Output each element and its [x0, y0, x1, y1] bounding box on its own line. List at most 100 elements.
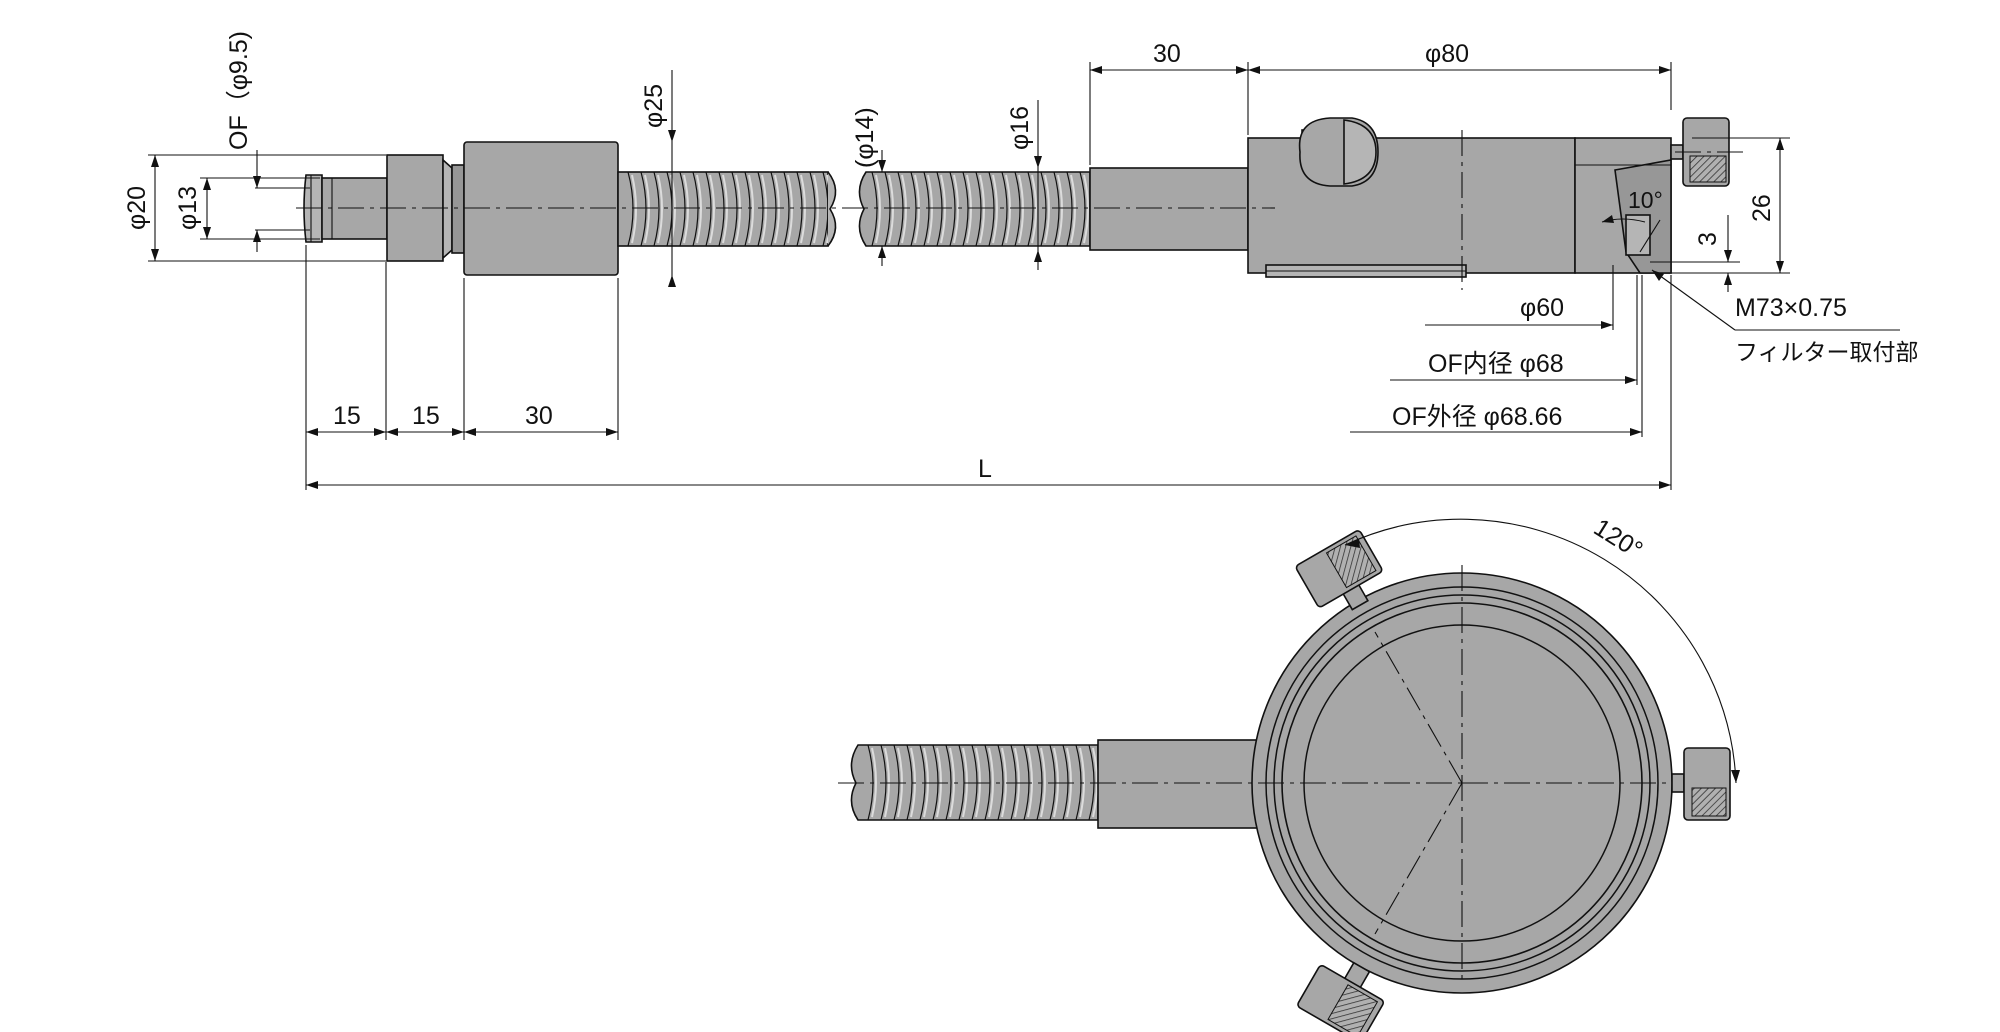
tube-rib — [627, 171, 634, 247]
knurled-screw-side — [1670, 117, 1730, 187]
tube-rib-highlight — [709, 174, 715, 244]
tube-rib — [679, 171, 686, 247]
tube-rib-highlight — [1044, 174, 1050, 244]
tube-rib-highlight — [1001, 747, 1007, 818]
tube-rib — [871, 171, 878, 247]
tube-rib-highlight — [748, 174, 754, 244]
dimension-labels: OF（φ9.5) φ20 φ13 φ25 (φ14) φ16 30 φ80 10… — [123, 31, 1919, 565]
tube-rib-highlight — [683, 174, 689, 244]
tube-rib-highlight — [979, 174, 985, 244]
tube-rib-highlight — [761, 174, 767, 244]
tube-rib-highlight — [914, 174, 920, 244]
tube-rib — [945, 744, 952, 821]
tube-rib — [936, 171, 943, 247]
side-view-dimensions — [148, 62, 1900, 490]
rigid-tube — [1089, 167, 1249, 251]
tube-rib-highlight — [949, 747, 955, 818]
tube-rib-highlight — [1083, 174, 1089, 244]
label-d20: φ20 — [123, 186, 151, 230]
front-view — [838, 518, 1740, 1032]
tube-rib — [1053, 171, 1060, 247]
label-d25: φ25 — [640, 84, 668, 128]
tube-rib — [1001, 171, 1008, 247]
tube-rib-highlight — [953, 174, 959, 244]
tube-rib-highlight — [992, 174, 998, 244]
tube-rib — [705, 171, 712, 247]
label-d16: φ16 — [1006, 106, 1034, 150]
label-total-l: L — [978, 455, 992, 483]
tube-rib — [997, 744, 1004, 821]
tube-rib-highlight — [988, 747, 994, 818]
knurled-screw-right — [1671, 747, 1731, 821]
tube-rib-highlight — [888, 174, 894, 244]
side-view — [296, 117, 1745, 290]
tube-rib — [653, 171, 660, 247]
tube-rib — [1014, 171, 1021, 247]
tube-rib — [949, 171, 956, 247]
tube-rib-highlight — [875, 174, 881, 244]
tube-rib-highlight — [644, 174, 650, 244]
tube-rib-highlight — [1070, 174, 1076, 244]
label-angle120: 120° — [1589, 513, 1648, 564]
tube-rib — [783, 171, 790, 247]
label-len30: 30 — [525, 402, 553, 430]
label-d13: φ13 — [174, 186, 202, 230]
tube-rib-highlight — [940, 174, 946, 244]
flexible-tube-left — [617, 171, 837, 247]
tube-rib-highlight — [1018, 174, 1024, 244]
knurled-screw-upper — [1295, 530, 1383, 611]
tube-rib-highlight — [927, 174, 933, 244]
tube-rib — [744, 171, 751, 247]
label-of-outer: OF外径 φ68.66 — [1392, 403, 1562, 431]
tube-rib-highlight — [657, 174, 663, 244]
label-h26: 26 — [1748, 194, 1776, 222]
label-len15a: 15 — [333, 402, 361, 430]
tube-rib — [692, 171, 699, 247]
tube-rib — [1066, 171, 1073, 247]
tube-rib — [910, 171, 917, 247]
label-filter-mount: フィルター取付部 — [1735, 339, 1919, 365]
housing-body — [1247, 137, 1672, 278]
label-h3: 3 — [1694, 232, 1722, 246]
tube-rib-highlight — [800, 174, 806, 244]
tube-rib — [757, 171, 764, 247]
flexible-tube-right — [858, 171, 1091, 247]
tube-rib — [906, 744, 913, 821]
tube-rib — [822, 171, 829, 247]
tube-rib — [923, 171, 930, 247]
label-d80: φ80 — [1425, 40, 1469, 68]
tube-rib-highlight — [696, 174, 702, 244]
tube-rib — [640, 171, 647, 247]
knurled-screw-lower — [1297, 961, 1384, 1032]
tube-rib — [962, 171, 969, 247]
tube-rib — [1079, 171, 1086, 247]
tube-rib-highlight — [1040, 747, 1046, 818]
tube-rib — [718, 171, 725, 247]
label-of-core: OF（φ9.5) — [225, 31, 253, 150]
label-angle10: 10° — [1628, 187, 1663, 213]
tube-rib — [770, 171, 777, 247]
label-d60: φ60 — [1520, 294, 1564, 322]
tube-rib — [731, 171, 738, 247]
tube-rib — [1040, 171, 1047, 247]
tube-rib-highlight — [901, 174, 907, 244]
label-len15b: 15 — [412, 402, 440, 430]
tube-rib — [884, 171, 891, 247]
label-top-30: 30 — [1153, 40, 1181, 68]
tube-rib — [988, 171, 995, 247]
tube-rib-highlight — [722, 174, 728, 244]
tube-rib-highlight — [735, 174, 741, 244]
tube-rib-highlight — [774, 174, 780, 244]
label-thread: M73×0.75 — [1735, 294, 1847, 322]
tube-rib-highlight — [1005, 174, 1011, 244]
tube-rib-highlight — [1057, 174, 1063, 244]
tube-rib — [897, 171, 904, 247]
set-knob-top — [1298, 117, 1379, 187]
tube-rib — [975, 171, 982, 247]
tube-rib-highlight — [813, 174, 819, 244]
tube-rib-highlight — [631, 174, 637, 244]
label-of-inner: OF内径 φ68 — [1428, 350, 1564, 378]
tube-rib — [809, 171, 816, 247]
tube-rib — [796, 171, 803, 247]
